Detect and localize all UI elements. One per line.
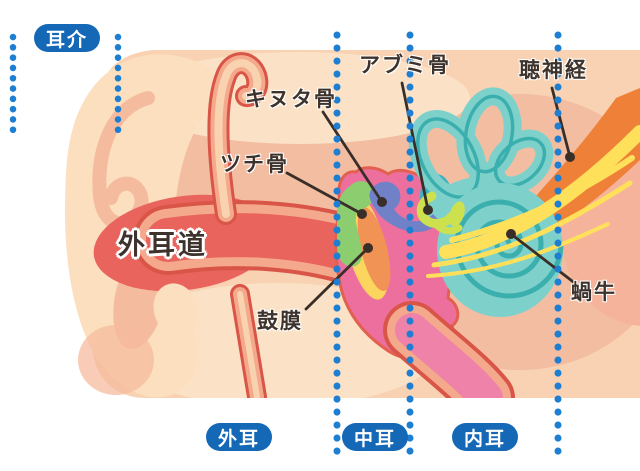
- label-eardrum: 鼓膜: [257, 310, 303, 333]
- earlobe-shade: [78, 325, 154, 395]
- stapes-arch: [416, 191, 457, 228]
- label-incus: キヌタ骨: [245, 88, 337, 111]
- label-cochlea: 蝸牛: [571, 281, 617, 304]
- badge-pinna: 耳介: [34, 24, 100, 52]
- nerve-fiber-main: [439, 125, 640, 259]
- label-ear-canal: 外耳道: [118, 230, 208, 260]
- nerve-fiber-3: [431, 180, 633, 268]
- nerve-fibers: [426, 125, 640, 278]
- cochlea-spiral: [454, 199, 564, 299]
- stapes-leader-dot: [423, 205, 433, 215]
- badge-outer-ear: 外耳: [206, 423, 272, 451]
- label-stapes: アブミ骨: [359, 54, 451, 77]
- cochlea-leader-line: [509, 232, 578, 286]
- canal-3-centerline: [493, 136, 547, 188]
- tragus-bump: [153, 283, 199, 337]
- lower-fold-lumen: [237, 291, 260, 398]
- leader-lines: [285, 81, 578, 311]
- stapes-leader-line: [400, 81, 430, 212]
- malleus-leader-line: [285, 171, 364, 216]
- incus-leader-dot: [377, 197, 387, 207]
- canal-2-centerline: [463, 94, 515, 174]
- incus-bone: [369, 181, 440, 233]
- upper-fold-lumen: [214, 59, 262, 218]
- stapes-footplate: [449, 201, 465, 227]
- auditory-nerve-leader-dot: [565, 152, 575, 162]
- badge-inner-ear: 内耳: [452, 423, 518, 451]
- badge-middle-ear: 中耳: [342, 423, 408, 451]
- eustachian-tube-lumen: [395, 313, 503, 398]
- malleus-bone: [336, 181, 374, 267]
- label-auditory-nerve: 聴神経: [519, 59, 588, 82]
- region-divider-lines: [9, 31, 562, 464]
- cochlea-leader-dot: [506, 229, 516, 239]
- eardrum-inner: [357, 207, 391, 291]
- label-malleus: ツチ骨: [220, 153, 289, 176]
- nerve-fiber-2: [449, 155, 635, 243]
- incus-leader-line: [321, 110, 384, 204]
- nerve-fiber-4: [426, 222, 610, 278]
- stapes-bone: [416, 191, 465, 235]
- eardrum-leader-dot: [363, 243, 373, 253]
- stapes-prong: [432, 220, 463, 235]
- malleus-leader-dot: [357, 209, 367, 219]
